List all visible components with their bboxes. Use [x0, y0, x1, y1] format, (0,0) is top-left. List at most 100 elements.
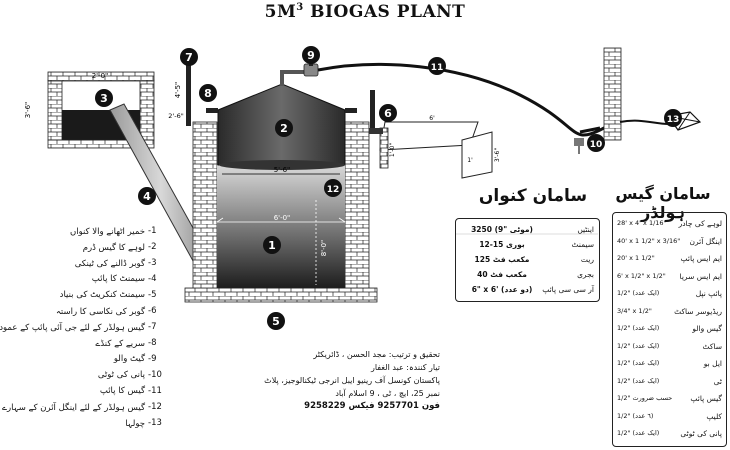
- callout-2: 2: [275, 119, 293, 137]
- credits-line-3: پاکستان کونسل آف رینیو ایبل انرجی ٹیکنال…: [264, 376, 440, 398]
- well-material-label: آر سی سی پائپ: [542, 285, 594, 294]
- credits-line-2: تیار کنندہ: عبد الغفار: [370, 363, 440, 372]
- dim-slurry-top: 6': [429, 115, 435, 122]
- legend-item: گیس ہولڈر کے لئے اینگل آئرن کے سہارے-12: [0, 401, 170, 417]
- credits-block: تحقیق و ترتیب: مجد الحسن ، ڈائریکٹر تیار…: [258, 348, 440, 413]
- dim-pipe-height: 4'-5": [174, 82, 182, 99]
- legend-item-text: گیس کا پائپ: [99, 386, 145, 396]
- gas-holder-material-label: گیس پائپ: [690, 394, 722, 403]
- dim-tank-width: 6'-0": [274, 214, 291, 222]
- callout-11: 11: [428, 57, 446, 75]
- legend-item-text: سیمنٹ کا پائپ: [91, 274, 145, 284]
- legend-item: گوبر ڈالنے کی ٹینکی-3: [0, 257, 170, 273]
- legend-item-text: گیس ہولڈر کے لئے اینگل آئرن کے سہارے: [2, 403, 145, 413]
- svg-text:4: 4: [143, 190, 151, 203]
- gas-holder-material-value: 20' x 1 1/2": [617, 254, 655, 262]
- gas-holder-material-label: ساکٹ: [702, 341, 722, 351]
- dim-pit-width: 2'-0": [92, 72, 109, 80]
- legend-item-text: گوبر کی نکاسی کا راستہ: [55, 307, 145, 317]
- legend-item: سریے کے کنڈے-8: [0, 337, 170, 353]
- credits-phone: فون 9257701 فیکس 9258229: [304, 401, 440, 411]
- callout-4: 4: [138, 187, 156, 205]
- digester-well: [184, 121, 378, 303]
- legend-item-text: گوبر ڈالنے کی ٹینکی: [74, 259, 145, 269]
- legend-item-text: پانی کی ٹوٹی: [97, 370, 145, 380]
- svg-text:2: 2: [280, 122, 288, 135]
- gas-holder-material-row: ایل بو 1/2" (ایک عدد): [617, 358, 722, 372]
- well-material-value: 125 مکعب فٹ: [474, 255, 530, 264]
- legend-item: خمیر اٹھانے والا کنواں-1: [0, 225, 170, 241]
- gas-holder-material-value: 1/2" (ایک عدد): [617, 289, 660, 297]
- gas-holder-material-label: لوہے کی چادر: [678, 219, 722, 228]
- gas-holder-material-value: 1/2" (ایک عدد): [617, 376, 660, 385]
- legend-item-number: -9: [148, 354, 157, 364]
- gas-holder-material-value: 1/2" (ایک عدد): [617, 359, 660, 367]
- well-material-value: 6" x 6' (دو عدد): [471, 285, 533, 294]
- gas-holder-material-value: 1/2" (ایک عدد): [617, 341, 660, 350]
- credits-line-1: تحقیق و ترتیب: مجد الحسن ، ڈائریکٹر: [313, 350, 440, 359]
- svg-text:9: 9: [307, 49, 315, 62]
- svg-text:5: 5: [272, 315, 280, 328]
- dim-dome-width: 5'-6": [274, 166, 291, 174]
- legend-item-number: -1: [148, 226, 157, 236]
- callout-1: 1: [263, 236, 281, 254]
- gas-holder-material-value: 3/4" x 1/2": [617, 306, 652, 315]
- legend-item: گیس ہولڈر کے لئے جی آئی پائپ کے عمودی سہ…: [0, 321, 170, 337]
- dim-slurry-small: 1': [467, 157, 473, 164]
- svg-text:6: 6: [384, 107, 392, 120]
- dim-slurry-depth: 3'-6": [494, 148, 501, 162]
- legend-item-text: لوہے کا گیس ڈرم: [82, 243, 145, 253]
- gate-valve: [280, 60, 319, 86]
- svg-text:3: 3: [100, 92, 108, 105]
- legend-item-number: -3: [148, 258, 157, 268]
- legend-item-number: -8: [148, 338, 157, 348]
- svg-text:8: 8: [204, 87, 212, 100]
- gas-holder-material-row: ریڈیوسر ساکٹ 3/4" x 1/2": [617, 306, 722, 320]
- gas-holder-material-label: ایل بو: [703, 359, 722, 368]
- gas-holder-material-value: 1/2" (ایک عدد): [617, 324, 660, 332]
- well-material-label: بجری: [577, 270, 594, 279]
- svg-text:10: 10: [590, 140, 603, 150]
- callout-6: 6: [379, 104, 397, 122]
- foundation: [184, 287, 378, 303]
- slurry-outlet: [369, 121, 493, 179]
- legend-item-number: -7: [148, 322, 157, 332]
- legend-item: لوہے کا گیس ڈرم-2: [0, 241, 170, 257]
- legend-item-text: چولہا: [125, 419, 145, 429]
- gas-holder-material-row: گیس پائپ 1/2" حسب ضرورت: [617, 393, 722, 407]
- gas-holder-material-label: ایم ایس سریا: [679, 271, 722, 281]
- gas-holder-material-label: ریڈیوسر ساکٹ: [674, 306, 722, 316]
- stove: [619, 111, 702, 131]
- well-material-row: سیمنٹ 12-15 بوری: [462, 240, 594, 253]
- legend-item-text: سیمنٹ کنکریٹ کی بنیاد: [59, 290, 145, 300]
- gas-holder-material-label: کلیپ: [706, 411, 722, 421]
- gas-holder-material-label: پانی کی ٹوٹی: [680, 429, 722, 438]
- gas-holder-material-value: 1/2" حسب ضرورت: [617, 394, 673, 402]
- dim-tank-depth: 8'-0": [320, 240, 328, 257]
- callout-10: 10: [587, 134, 605, 152]
- callout-7: 7: [180, 48, 198, 66]
- well-material-label: سیمنٹ: [571, 240, 594, 249]
- dim-side-height: 2'-6": [168, 112, 183, 120]
- legend-item: پانی کی ٹوٹی-10: [0, 369, 170, 385]
- svg-text:12: 12: [327, 185, 340, 195]
- well-material-value: 12-15 بوری: [479, 240, 525, 249]
- legend-item: سیمنٹ کنکریٹ کی بنیاد-5: [0, 289, 170, 305]
- wall-with-tap: [574, 47, 622, 154]
- legend-item-number: -5: [148, 290, 157, 300]
- well-materials-title: سامان کنواں: [478, 186, 588, 206]
- legend-item-text: سریے کے کنڈے: [95, 339, 145, 349]
- gas-holder-material-label: اینگل آئرن: [689, 236, 722, 246]
